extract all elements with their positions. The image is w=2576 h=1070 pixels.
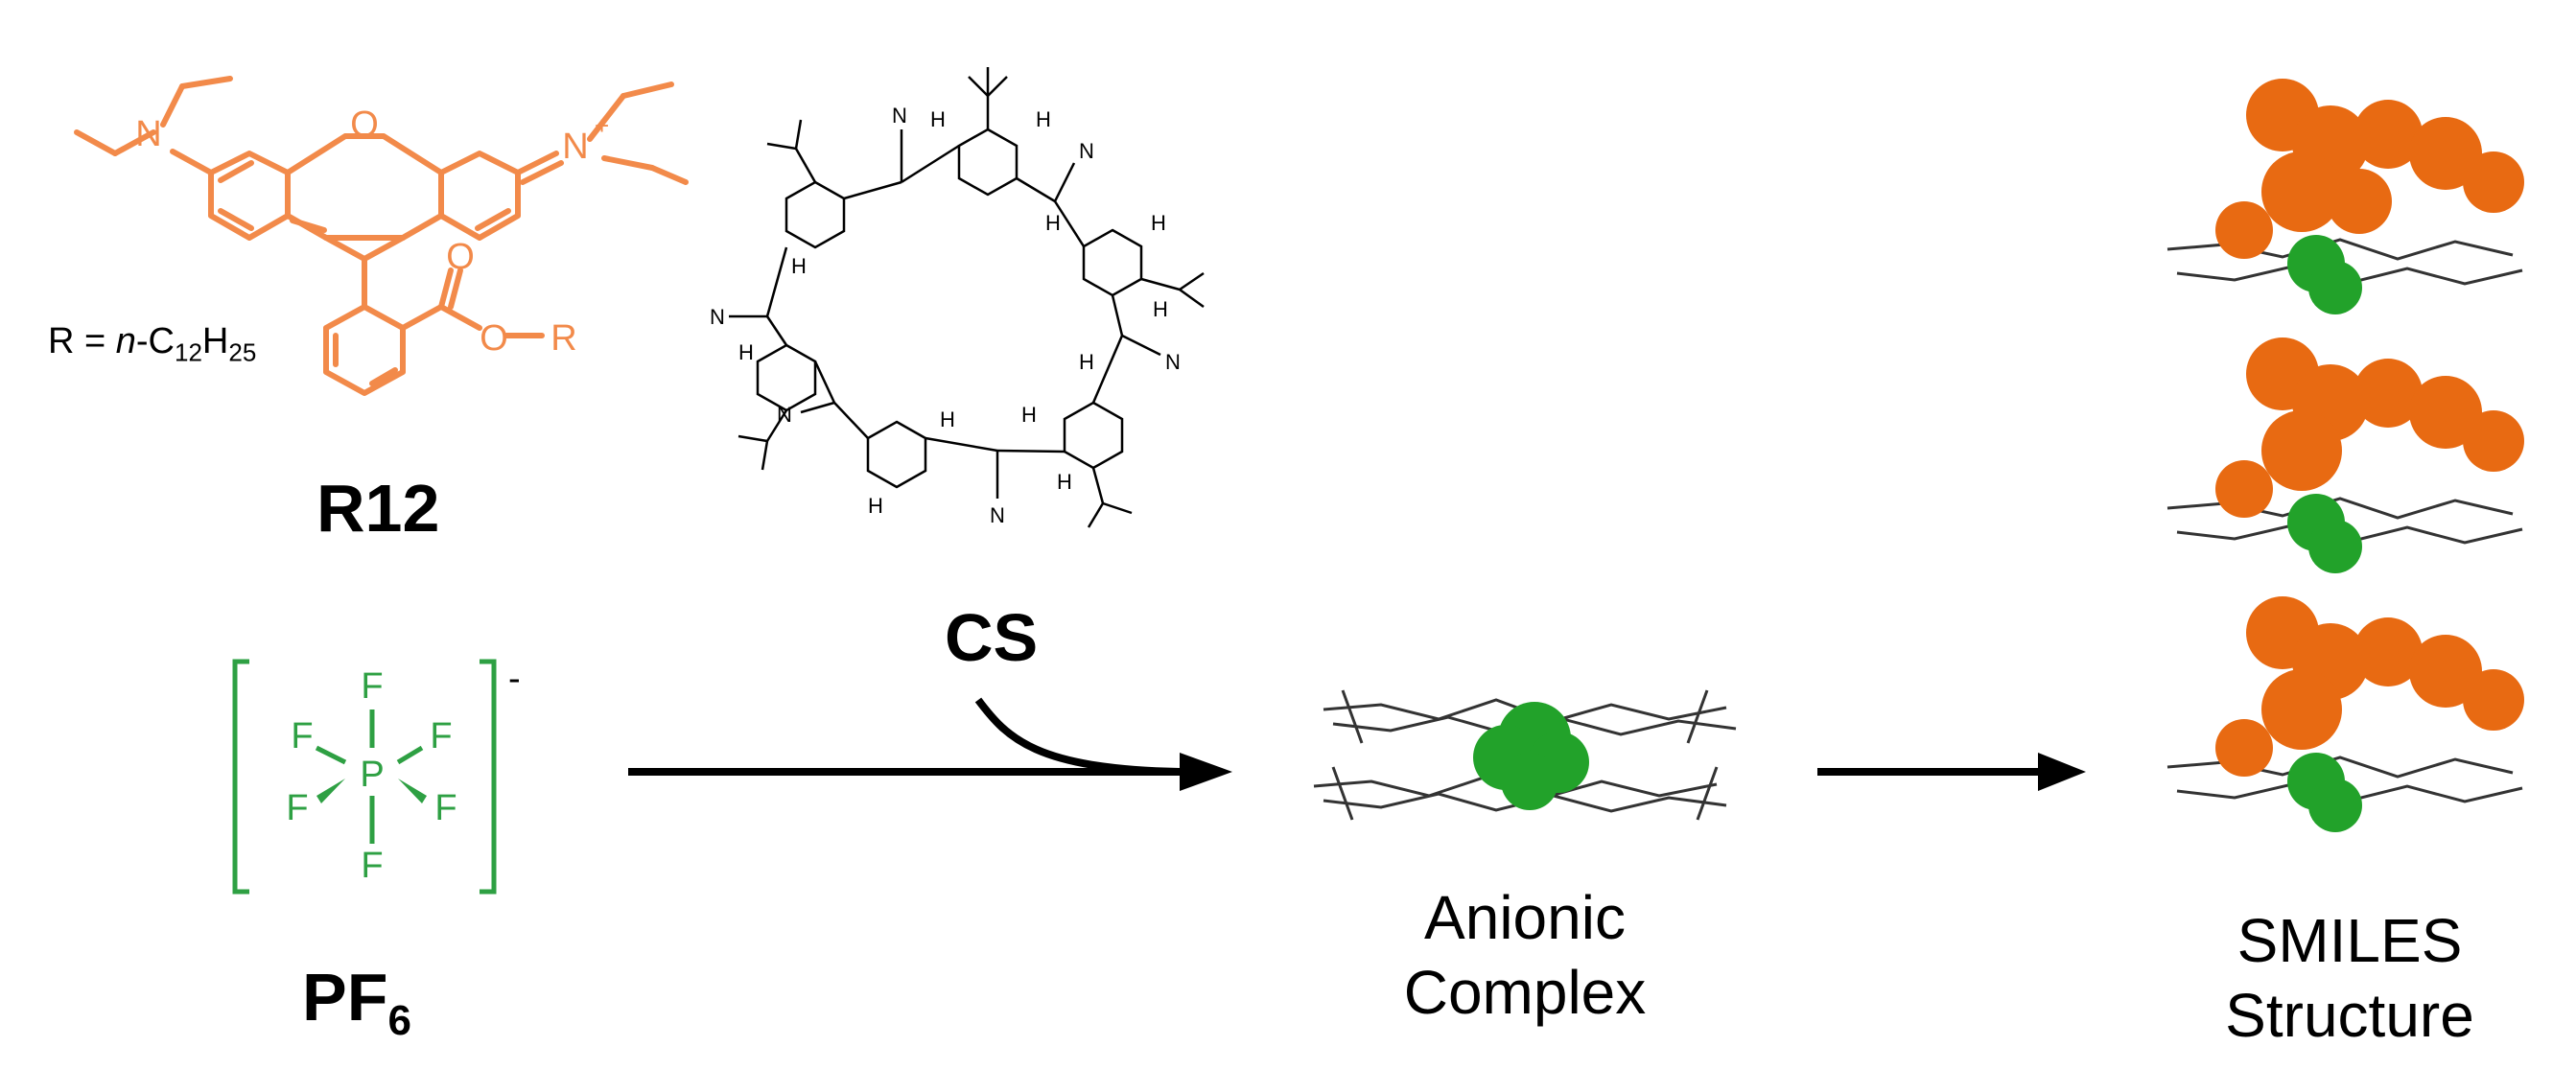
atom-o-ring: O bbox=[350, 105, 379, 145]
label-cs: CS bbox=[945, 600, 1039, 675]
charge-plus: + bbox=[595, 111, 609, 140]
atom-h-8: H bbox=[1057, 470, 1072, 494]
smiles-structure-model bbox=[2166, 79, 2524, 832]
atom-p: P bbox=[360, 755, 384, 795]
atom-h-12: H bbox=[791, 254, 807, 278]
atom-f-upper-left: F bbox=[291, 716, 313, 756]
label-smiles-structure: SMILES Structure bbox=[2225, 906, 2474, 1050]
atom-h-9: H bbox=[940, 407, 955, 431]
atom-cn-1: N bbox=[892, 104, 907, 128]
atom-o-carbonyl: O bbox=[446, 237, 475, 277]
atom-h-3: H bbox=[1045, 211, 1061, 235]
atom-cn-4: N bbox=[990, 503, 1005, 527]
atom-h-4: H bbox=[1151, 211, 1166, 235]
cs-macrocycle-structure: N N N N N N H H H H H H H H H H H H bbox=[710, 67, 1205, 528]
arrow-right-icon bbox=[628, 753, 1232, 791]
atom-cn-5: N bbox=[777, 403, 792, 427]
atom-o-ester: O bbox=[480, 318, 508, 359]
atom-f-lower-left: F bbox=[286, 788, 308, 828]
curved-arrow-icon bbox=[974, 697, 1181, 776]
atom-cn-2: N bbox=[1079, 139, 1094, 163]
atom-cn-6: N bbox=[710, 305, 725, 329]
anionic-complex-model bbox=[1313, 689, 1737, 821]
atom-f-bottom: F bbox=[361, 846, 383, 886]
r-definition: R = n-C12H25 bbox=[48, 321, 257, 367]
r12-structure: N O N + O O R bbox=[74, 76, 689, 396]
pf6-structure: F F F P F F F - bbox=[232, 659, 521, 895]
label-r12: R12 bbox=[316, 471, 440, 546]
atom-h-6: H bbox=[1079, 350, 1094, 374]
atom-cn-3: N bbox=[1165, 350, 1181, 374]
atom-n-left: N bbox=[135, 114, 161, 154]
atom-h-7: H bbox=[1021, 403, 1037, 427]
atom-h-1: H bbox=[930, 107, 946, 131]
atom-r: R bbox=[550, 318, 576, 359]
atom-f-lower-right: F bbox=[434, 788, 457, 828]
arrow-right-icon bbox=[1817, 753, 2086, 791]
label-anionic-complex: Anionic Complex bbox=[1403, 883, 1647, 1027]
charge-minus: - bbox=[508, 659, 521, 699]
atom-h-2: H bbox=[1036, 107, 1051, 131]
label-pf6: PF6 bbox=[302, 960, 411, 1044]
atom-h-11: H bbox=[738, 340, 754, 364]
atom-n-plus: N bbox=[562, 127, 588, 167]
atom-h-5: H bbox=[1153, 297, 1168, 321]
atom-f-upper-right: F bbox=[430, 716, 452, 756]
atom-f-top: F bbox=[361, 666, 383, 707]
atom-h-10: H bbox=[868, 494, 883, 518]
